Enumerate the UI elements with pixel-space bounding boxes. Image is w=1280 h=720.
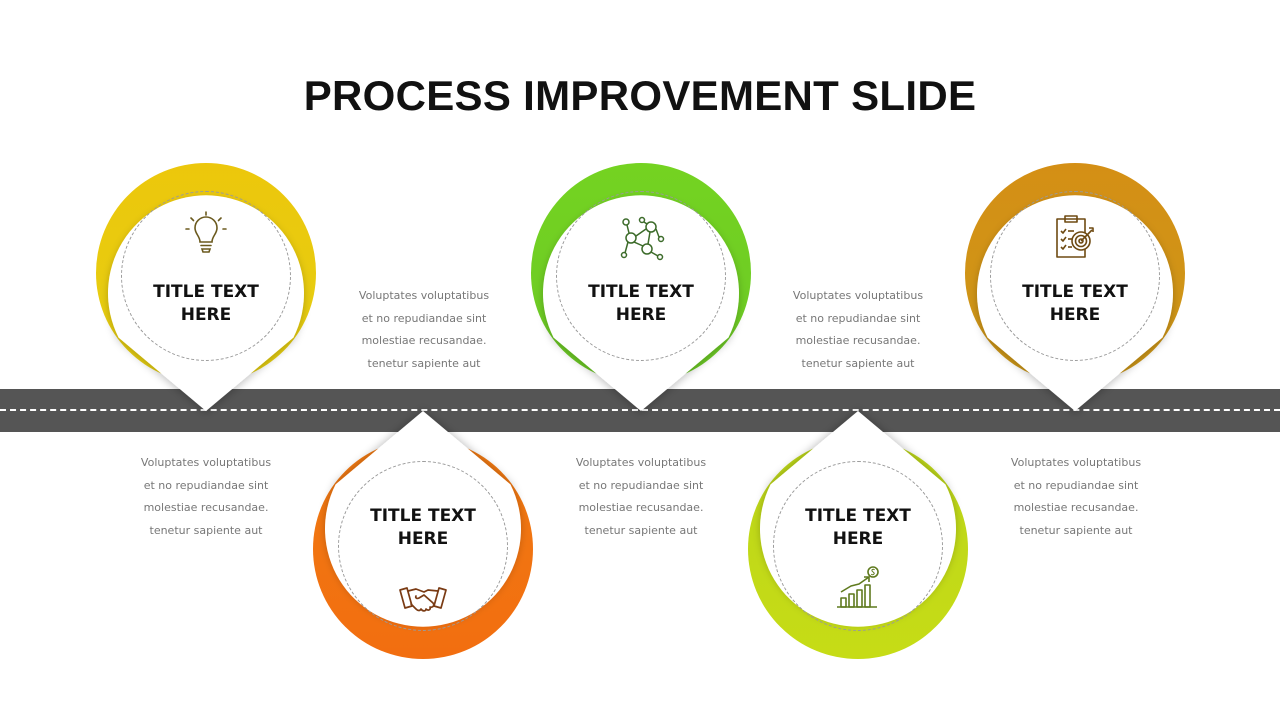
target-clipboard-icon [1056,215,1094,258]
description-line: molestiae recusandae. [143,501,269,514]
growth-chart-icon [837,566,879,608]
description-line: molestiae recusandae. [795,334,921,347]
step-2-description: Voluptates voluptatibus et no repudianda… [339,285,509,375]
step-4-marker: TITLE TEXT HERE [748,411,968,661]
step-1-dashed-circle [121,191,291,361]
step-5-marker: TITLE TEXT HERE [965,163,1185,413]
description-line: tenetur sapiente aut [584,523,698,537]
step-4-dashed-circle [773,461,943,631]
description-line: Voluptates voluptatibus [575,456,707,469]
description-line: et no repudiandae sint [361,311,487,325]
step-3-title-line1: TITLE TEXT [588,282,694,302]
description-line: Voluptates voluptatibus [140,456,272,469]
step-4-lower-description: Voluptates voluptatibus et no repudianda… [991,452,1161,542]
step-4-title: TITLE TEXT HERE [748,505,968,551]
step-4-title-line2: HERE [832,529,884,549]
step-1-description: Voluptates voluptatibus et no repudianda… [121,452,291,542]
description-line: Voluptates voluptatibus [792,289,924,302]
step-5-dashed-circle [990,191,1160,361]
step-3-title: TITLE TEXT HERE [531,281,751,327]
step-1-title: TITLE TEXT HERE [96,281,316,327]
description-line: Voluptates voluptatibus [1010,456,1142,469]
step-2-title-line1: TITLE TEXT [370,506,476,526]
description-line: tenetur sapiente aut [801,356,915,370]
description-line: et no repudiandae sint [143,478,269,492]
handshake-icon [399,587,447,612]
step-1-title-line2: HERE [180,305,232,325]
step-3-description: Voluptates voluptatibus et no repudianda… [556,452,726,542]
step-4-title-line1: TITLE TEXT [805,506,911,526]
step-3-marker: TITLE TEXT HERE [531,163,751,413]
description-line: tenetur sapiente aut [149,523,263,537]
step-1-title-line1: TITLE TEXT [153,282,259,302]
step-2-title: TITLE TEXT HERE [313,505,533,551]
network-icon [620,216,665,261]
step-5-title: TITLE TEXT HERE [965,281,1185,327]
description-line: tenetur sapiente aut [367,356,481,370]
step-1-marker: TITLE TEXT HERE [96,163,316,413]
description-line: et no repudiandae sint [578,478,704,492]
step-3-title-line2: HERE [615,305,667,325]
slide-title: PROCESS IMPROVEMENT SLIDE [303,72,977,119]
step-3-dashed-circle [556,191,726,361]
step-2-title-line2: HERE [397,529,449,549]
step-4-description: Voluptates voluptatibus et no repudianda… [773,285,943,375]
description-line: Voluptates voluptatibus [358,289,490,302]
lightbulb-icon [185,211,227,253]
description-line: molestiae recusandae. [578,501,704,514]
description-line: molestiae recusandae. [361,334,487,347]
step-5-title-line1: TITLE TEXT [1022,282,1128,302]
description-line: et no repudiandae sint [1013,478,1139,492]
description-line: tenetur sapiente aut [1019,523,1133,537]
description-line: et no repudiandae sint [795,311,921,325]
description-line: molestiae recusandae. [1013,501,1139,514]
step-2-marker: TITLE TEXT HERE [313,411,533,661]
step-5-title-line2: HERE [1049,305,1101,325]
step-2-dashed-circle [338,461,508,631]
